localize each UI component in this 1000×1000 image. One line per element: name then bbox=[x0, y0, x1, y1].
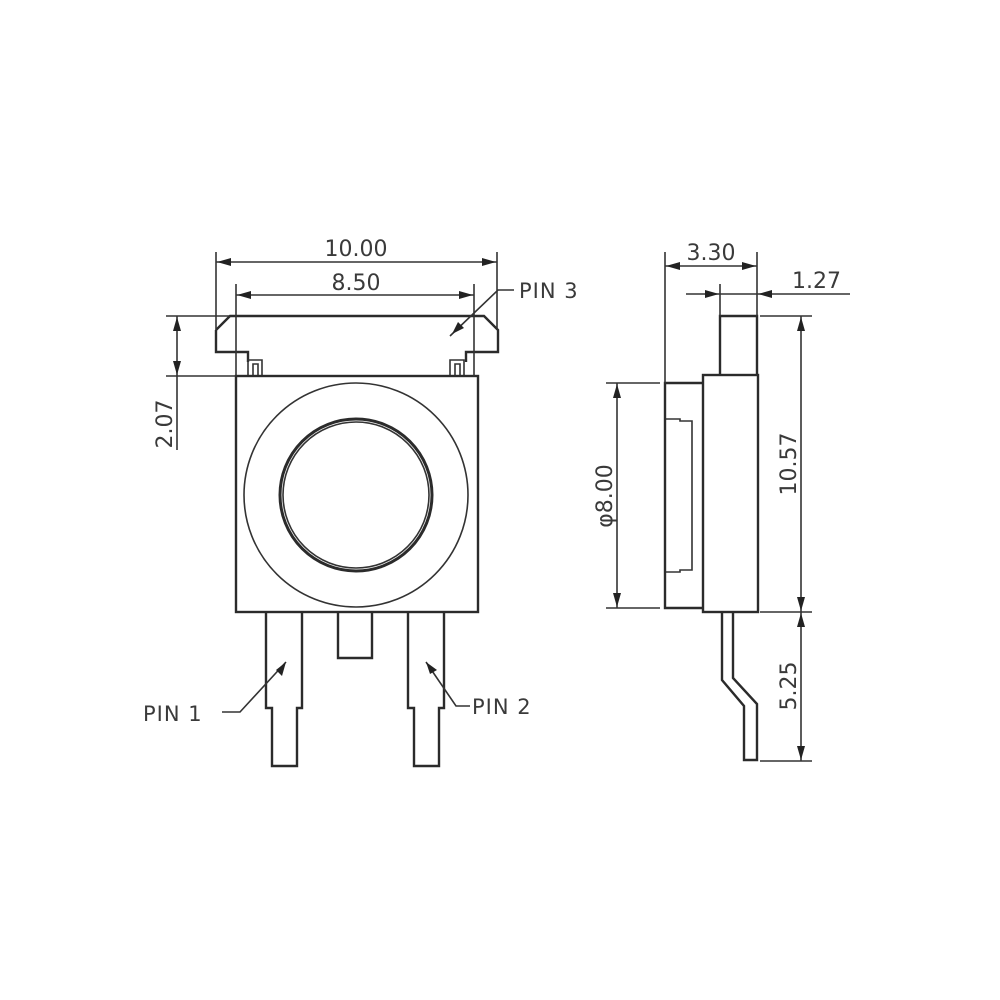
dim-overall-width: 10.00 bbox=[216, 237, 497, 266]
pin3-label: PIN 3 bbox=[519, 279, 579, 303]
side-view: 3.30 1.27 φ8.00 10.57 5.25 bbox=[593, 241, 850, 762]
dim-lead-thickness: 1.27 bbox=[686, 269, 850, 298]
dim-body-width: 8.50 bbox=[236, 271, 474, 299]
dim-tab-height-text: 2.07 bbox=[153, 400, 178, 449]
dim-depth-text: 3.30 bbox=[687, 241, 736, 266]
dim-body-height-text: 10.57 bbox=[777, 433, 802, 496]
dim-depth: 3.30 bbox=[665, 241, 757, 270]
pin3-callout: PIN 3 bbox=[449, 279, 579, 337]
pin1-callout: PIN 1 bbox=[143, 661, 287, 726]
pin-1 bbox=[264, 612, 304, 768]
pin1-label: PIN 1 bbox=[143, 702, 203, 726]
outer-ring bbox=[243, 382, 469, 608]
side-button-profile bbox=[663, 381, 703, 610]
dim-button-diameter: φ8.00 bbox=[593, 383, 621, 608]
dim-body-width-text: 8.50 bbox=[332, 271, 381, 296]
dim-overall-width-text: 10.00 bbox=[325, 237, 388, 262]
pin2-callout: PIN 2 bbox=[425, 661, 532, 719]
actuator-button bbox=[278, 417, 434, 573]
front-view: 10.00 8.50 2.07 PIN 3 PIN 1 bbox=[143, 237, 579, 768]
center-stub bbox=[336, 612, 374, 660]
dim-lead-length: 5.25 bbox=[777, 612, 805, 761]
pin-2 bbox=[406, 612, 446, 768]
side-bottom-lead bbox=[720, 612, 759, 762]
right-bracket-tab bbox=[449, 359, 465, 376]
dim-lead-length-text: 5.25 bbox=[777, 662, 802, 711]
dim-button-diameter-text: φ8.00 bbox=[593, 464, 618, 528]
left-bracket-tab bbox=[247, 359, 263, 376]
dim-tab-height: 2.07 bbox=[153, 316, 181, 450]
top-bracket bbox=[214, 314, 500, 362]
side-button-recess bbox=[666, 418, 693, 573]
side-body bbox=[701, 373, 760, 614]
pin2-label: PIN 2 bbox=[472, 695, 532, 719]
side-top-tab bbox=[718, 314, 759, 375]
actuator-button-inner bbox=[282, 421, 430, 569]
switch-body bbox=[234, 374, 480, 614]
dim-lead-thickness-text: 1.27 bbox=[792, 269, 841, 294]
dim-body-height: 10.57 bbox=[777, 316, 805, 612]
